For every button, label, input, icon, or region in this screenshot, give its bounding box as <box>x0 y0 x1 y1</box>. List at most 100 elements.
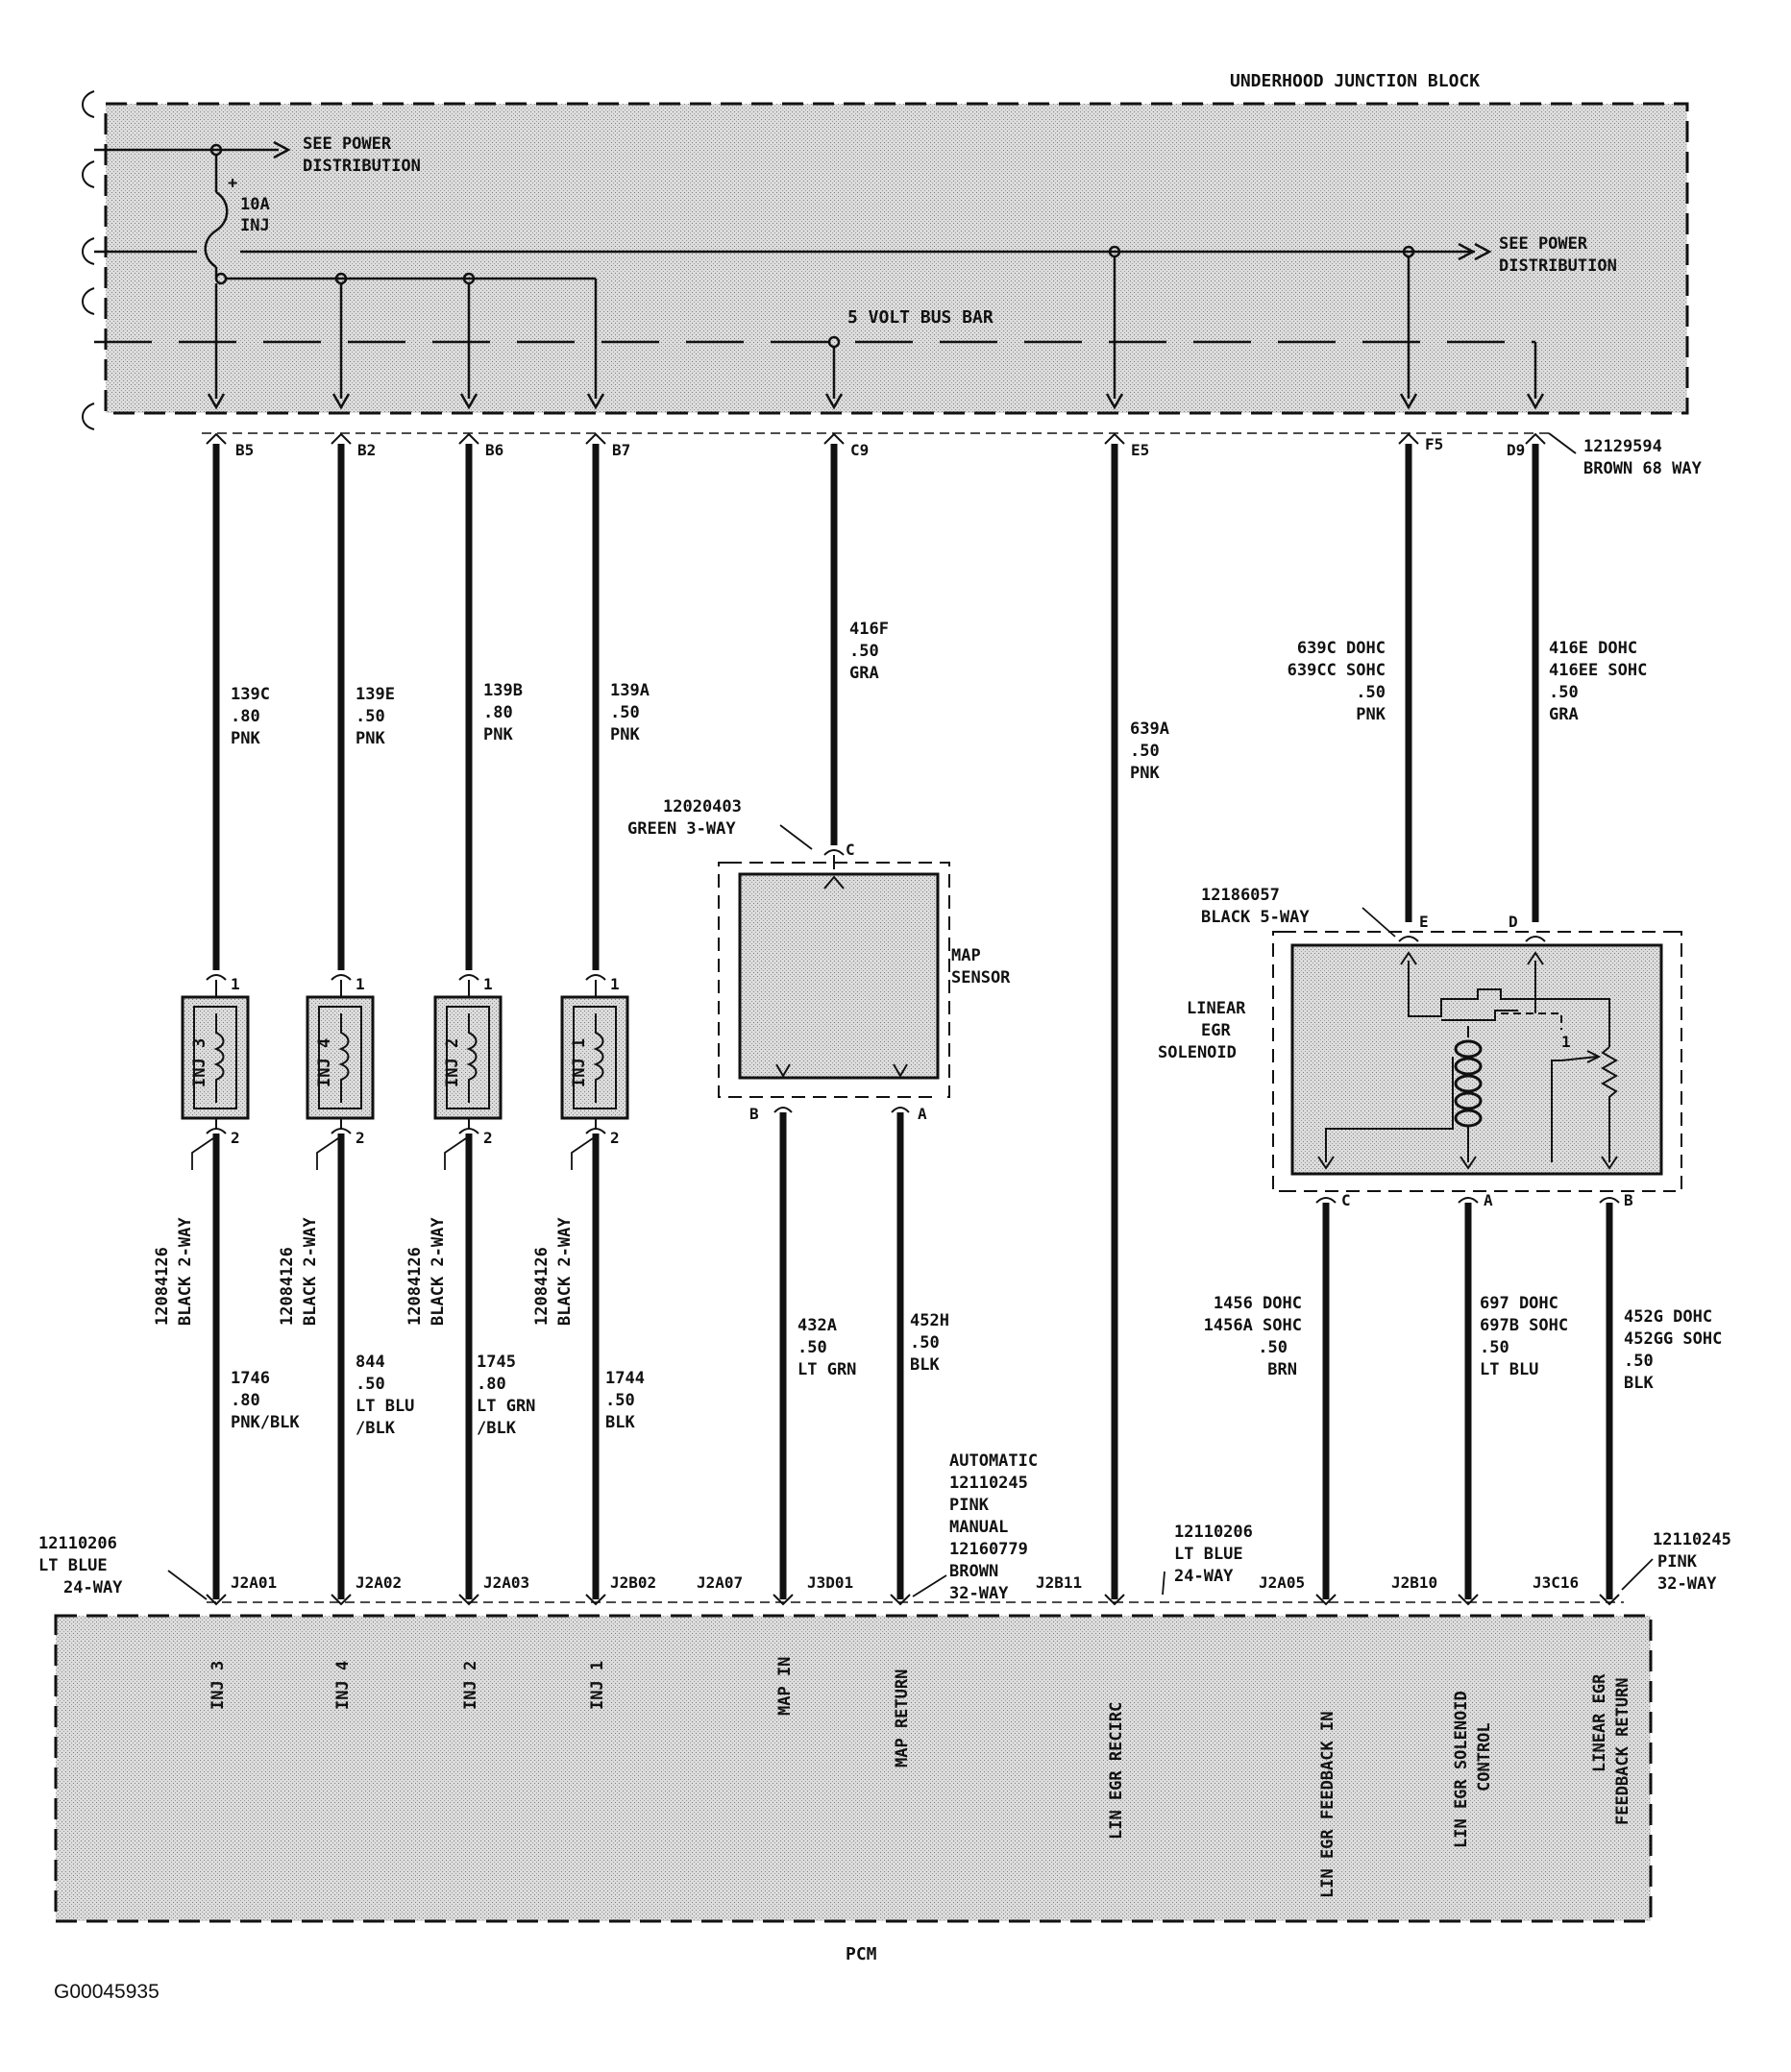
svg-text:2: 2 <box>610 1129 620 1147</box>
injector-2-label: INJ 2 <box>443 1038 462 1087</box>
pcm-left-connector-label: 12110206 <box>38 1534 117 1553</box>
svg-text:24-WAY: 24-WAY <box>1174 1567 1234 1586</box>
pcm-function-inj4: INJ 4 <box>333 1661 353 1710</box>
wire-416f-label: 416F <box>849 620 889 639</box>
svg-text:.50: .50 <box>605 1391 635 1410</box>
cavity-j2a01: J2A01 <box>231 1573 277 1592</box>
egr-pin-d: D <box>1509 913 1518 931</box>
svg-text:PNK: PNK <box>610 725 640 744</box>
map-pin-a: A <box>918 1105 927 1123</box>
pcm-function-inj1: INJ 1 <box>588 1661 607 1710</box>
svg-text:BLACK 2-WAY: BLACK 2-WAY <box>176 1217 195 1326</box>
pcm-function-lin-egr-recirc: LIN EGR RECIRC <box>1107 1702 1126 1840</box>
map-pin-b: B <box>749 1105 759 1123</box>
svg-text:12084126: 12084126 <box>532 1247 552 1326</box>
map-sensor-circuit: 416F .50 GRA 12020403 GREEN 3-WAY C MAP … <box>627 444 1011 1599</box>
wire-139b-label: 139B <box>483 681 523 700</box>
svg-text:32-WAY: 32-WAY <box>949 1584 1009 1603</box>
cavity-j3c16: J3C16 <box>1533 1573 1579 1592</box>
wire-139e-label: 139E <box>356 685 395 704</box>
pcm-function-inj3: INJ 3 <box>209 1661 228 1710</box>
svg-text:DISTRIBUTION: DISTRIBUTION <box>303 157 421 176</box>
map-sensor <box>738 872 940 1080</box>
cavity-j2a05: J2A05 <box>1259 1573 1305 1592</box>
svg-text:LT BLU: LT BLU <box>1480 1360 1538 1379</box>
svg-text:.50: .50 <box>849 642 879 661</box>
pcm-mid-connector-b-label: 12110206 <box>1174 1523 1253 1542</box>
wire-844-label: 844 <box>356 1353 385 1372</box>
injector-circuits: 139C .80 PNK 139E .50 PNK 139B .80 PNK 1… <box>153 444 650 1599</box>
svg-text:MANUAL: MANUAL <box>949 1518 1008 1537</box>
svg-text:452GG SOHC: 452GG SOHC <box>1624 1329 1722 1349</box>
svg-text:.80: .80 <box>483 703 513 722</box>
junction-block-connector-strip: B5 B2 B6 B7 C9 E5 F5 D9 12129594 BROWN 6… <box>202 432 1703 478</box>
wire-452g-label: 452G DOHC <box>1624 1307 1712 1327</box>
svg-text:DISTRIBUTION: DISTRIBUTION <box>1499 256 1617 276</box>
svg-text:FEEDBACK RETURN: FEEDBACK RETURN <box>1613 1677 1632 1825</box>
svg-text:BLACK 5-WAY: BLACK 5-WAY <box>1201 908 1310 927</box>
wire-639a-label: 639A <box>1130 719 1169 739</box>
pin-b5: B5 <box>235 441 254 459</box>
svg-text:BRN: BRN <box>1267 1360 1297 1379</box>
wire-1745-label: 1745 <box>477 1353 516 1372</box>
svg-text:416EE SOHC: 416EE SOHC <box>1549 661 1647 680</box>
pcm-right-connector-label: 12110245 <box>1653 1530 1731 1549</box>
svg-text:1: 1 <box>356 975 365 993</box>
coil-icon <box>213 1013 225 1103</box>
pin-e5: E5 <box>1131 441 1149 459</box>
coil-icon <box>593 1013 604 1103</box>
potentiometer-icon <box>1600 1046 1619 1162</box>
svg-text:2: 2 <box>483 1129 493 1147</box>
svg-text:.50: .50 <box>356 707 385 726</box>
pcm-function-lin-egr-solenoid-control: LIN EGR SOLENOID <box>1452 1691 1471 1848</box>
wire-416e-label: 416E DOHC <box>1549 639 1637 658</box>
svg-text:.50: .50 <box>1130 742 1160 761</box>
svg-text:12084126: 12084126 <box>405 1247 425 1326</box>
egr-pin-e: E <box>1419 913 1429 931</box>
svg-text:BLK: BLK <box>1624 1374 1654 1393</box>
underhood-junction-block-title: UNDERHOOD JUNCTION BLOCK <box>1230 71 1480 91</box>
pin-d9: D9 <box>1507 441 1525 459</box>
svg-text:SOLENOID: SOLENOID <box>1158 1043 1237 1062</box>
pin-c9: C9 <box>850 441 869 459</box>
svg-text:639CC SOHC: 639CC SOHC <box>1288 661 1386 680</box>
svg-text:BLK: BLK <box>605 1413 635 1432</box>
svg-text:/BLK: /BLK <box>356 1419 396 1438</box>
cavity-j2a07: J2A07 <box>697 1573 743 1592</box>
wire-452h-label: 452H <box>910 1311 949 1330</box>
junction-connector-label: 12129594 <box>1583 437 1662 456</box>
wire-697-label: 697 DOHC <box>1480 1294 1558 1313</box>
svg-text:EGR: EGR <box>1201 1021 1231 1040</box>
cavity-j3d01: J3D01 <box>807 1573 853 1592</box>
svg-text:BLACK 2-WAY: BLACK 2-WAY <box>429 1217 448 1326</box>
svg-text:GRA: GRA <box>849 664 879 683</box>
pcm-mid-connector-a-label: AUTOMATIC <box>949 1451 1038 1471</box>
injector-2: 1 2 <box>433 975 503 1147</box>
map-sensor-label: MAP <box>951 946 981 965</box>
svg-text:GRA: GRA <box>1549 705 1579 724</box>
fuse-label: 10A <box>240 195 270 214</box>
svg-text:.50: .50 <box>1624 1352 1654 1371</box>
svg-text:.50: .50 <box>1356 683 1386 702</box>
svg-text:12110245: 12110245 <box>949 1474 1028 1493</box>
coil-icon <box>466 1013 478 1103</box>
cavity-j2a03: J2A03 <box>483 1573 529 1592</box>
svg-text:LT BLUE: LT BLUE <box>38 1556 108 1575</box>
pin-b2: B2 <box>357 441 376 459</box>
svg-text:BLACK 2-WAY: BLACK 2-WAY <box>555 1217 575 1326</box>
svg-text:12160779: 12160779 <box>949 1540 1028 1559</box>
svg-text:.50: .50 <box>610 703 640 722</box>
linear-egr-circuit: 639C DOHC 639CC SOHC .50 PNK 416E DOHC 4… <box>1158 444 1722 1599</box>
svg-text:SEE POWER: SEE POWER <box>303 134 392 154</box>
svg-text:.50: .50 <box>1549 683 1579 702</box>
svg-text:1: 1 <box>610 975 620 993</box>
wire-639c-label: 639C DOHC <box>1297 639 1386 658</box>
wire-1746-label: 1746 <box>231 1369 270 1388</box>
injector-connector-label: 12084126 <box>153 1247 172 1326</box>
svg-text:PINK: PINK <box>949 1496 990 1515</box>
svg-text:+: + <box>228 174 237 193</box>
pcm-connectors: 12110206 LT BLUE 24-WAY AUTOMATIC 121102… <box>38 1451 1731 1606</box>
svg-text:SEE POWER: SEE POWER <box>1499 234 1588 254</box>
pcm-function-map-in: MAP IN <box>775 1657 795 1716</box>
